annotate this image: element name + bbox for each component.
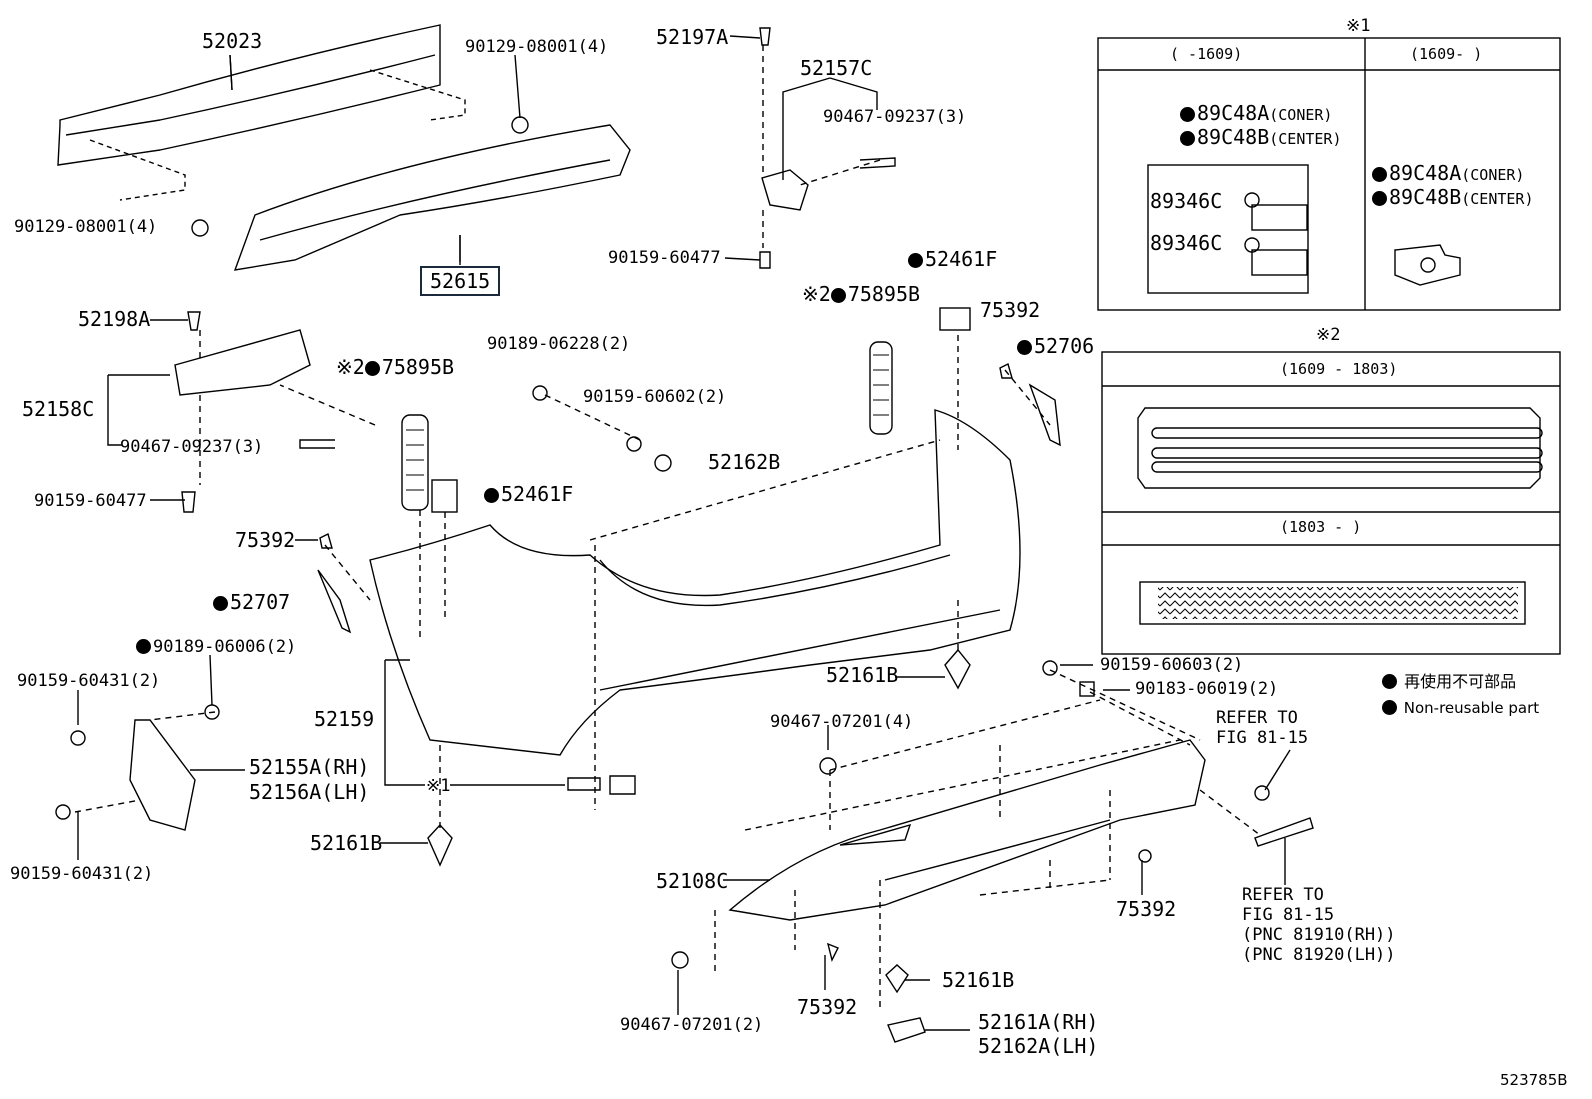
label-refer-to-1[interactable]: REFER TO xyxy=(1216,708,1298,728)
non-reusable-dot-icon xyxy=(1372,167,1387,182)
non-reusable-dot-icon xyxy=(484,488,499,503)
non-reusable-dot-icon xyxy=(1372,191,1387,206)
label-52161B-bottom: 52161B xyxy=(942,968,1015,992)
label-90189-06228: 90189-06228(2) xyxy=(487,334,631,354)
pad-left xyxy=(431,479,458,513)
label-90183-06019: 90183-06019(2) xyxy=(1135,679,1279,699)
label-52158C: 52158C xyxy=(22,397,95,421)
label-90129-08001-left: 90129-08001(4) xyxy=(14,217,158,237)
label-mark1: ※1 xyxy=(426,776,451,796)
label-90159-60603: 90159-60603(2) xyxy=(1100,655,1244,675)
reflector-right xyxy=(869,341,893,435)
reflector-strip-a xyxy=(1137,407,1541,489)
label-90159-60431-bottom: 90159-60431(2) xyxy=(10,864,154,884)
panel2-range-b: (1803 - ) xyxy=(1280,518,1362,536)
non-reusable-dot-icon xyxy=(1382,700,1397,715)
label-90159-60477-top: 90159-60477 xyxy=(608,248,721,268)
non-reusable-dot-icon xyxy=(213,596,228,611)
non-reusable-dot-icon xyxy=(1180,131,1195,146)
bracket-52157C xyxy=(761,169,809,211)
label-52706: 52706 xyxy=(1017,335,1094,357)
label-52162B: 52162B xyxy=(708,450,781,474)
label-refer-fig-1[interactable]: FIG 81-15 xyxy=(1216,728,1309,748)
label-90129-08001-top: 90129-08001(4) xyxy=(465,37,609,57)
label-refer-to-2[interactable]: REFER TO xyxy=(1242,885,1324,905)
label-pnc-81920: (PNC 81920(LH)) xyxy=(1242,945,1396,965)
panel2-frame xyxy=(1101,351,1561,655)
non-reusable-dot-icon xyxy=(830,288,846,303)
label-90159-60602: 90159-60602(2) xyxy=(583,387,727,407)
panel1-col1-item-2: 89C48B(CENTER) xyxy=(1180,126,1342,150)
label-75392-spoiler: 75392 xyxy=(1116,897,1177,921)
non-reusable-dot-icon xyxy=(364,361,380,376)
label-52157C: 52157C xyxy=(800,56,873,80)
sensor-bracket xyxy=(1394,244,1461,286)
label-90159-60431-top: 90159-60431(2) xyxy=(17,671,161,691)
label-75392-bottom: 75392 xyxy=(797,995,858,1019)
label-pnc-81910: (PNC 81910(RH)) xyxy=(1242,925,1396,945)
panel1-col2-item-2: 89C48B(CENTER) xyxy=(1372,186,1534,210)
panel2-marker: ※2 xyxy=(1316,325,1341,345)
reflector-left xyxy=(401,414,429,511)
label-90467-09237-left: 90467-09237(3) xyxy=(120,437,264,457)
panel1-subframe xyxy=(1147,164,1309,294)
label-52197A: 52197A xyxy=(656,25,729,49)
panel2-range-a: (1609 - 1803) xyxy=(1280,360,1398,378)
side-trim-left xyxy=(317,569,352,634)
reflector-trim xyxy=(1254,817,1314,847)
label-75392-left: 75392 xyxy=(235,528,296,552)
label-52162A: 52162A(LH) xyxy=(978,1034,1099,1058)
non-reusable-dot-icon xyxy=(908,253,923,268)
lower-spoiler xyxy=(728,739,1206,921)
non-reusable-dot-icon xyxy=(1017,340,1032,355)
fastener-icons xyxy=(55,27,1270,1043)
bumper-cover xyxy=(369,409,1021,756)
label-90467-07201-top: 90467-07201(4) xyxy=(770,712,914,732)
panel1-col1-item-1: 89C48A(CONER) xyxy=(1180,102,1332,126)
bumper-reinforcement xyxy=(57,24,441,166)
label-52461F-left: 52461F xyxy=(484,483,573,505)
label-52156A: 52156A(LH) xyxy=(249,780,370,804)
label-52108C: 52108C xyxy=(656,869,729,893)
panel1-col2-item-1: 89C48A(CONER) xyxy=(1372,162,1524,186)
label-90159-60477-left: 90159-60477 xyxy=(34,491,147,511)
label-90467-07201-bottom: 90467-07201(2) xyxy=(620,1015,764,1035)
legend-en: Non-reusable part xyxy=(1382,698,1539,718)
panel1-range-1: ( -1609) xyxy=(1170,45,1243,63)
non-reusable-dot-icon xyxy=(1382,674,1397,689)
legend-jp: 再使用不可部品 xyxy=(1382,672,1516,692)
non-reusable-dot-icon xyxy=(136,639,151,654)
label-90467-09237-top: 90467-09237(3) xyxy=(823,107,967,127)
non-reusable-dot-icon xyxy=(1180,107,1195,122)
side-trim-right xyxy=(1028,383,1061,447)
label-52161B-left: 52161B xyxy=(310,831,383,855)
label-52198A: 52198A xyxy=(78,307,151,331)
label-52161B-center: 52161B xyxy=(826,663,899,687)
label-52461F-right: 52461F xyxy=(908,248,997,270)
label-52155A: 52155A(RH) xyxy=(249,755,370,779)
label-refer-fig-2[interactable]: FIG 81-15 xyxy=(1242,905,1335,925)
panel1-range-2: (1609- ) xyxy=(1410,45,1483,63)
label-52161A: 52161A(RH) xyxy=(978,1010,1099,1034)
label-52023: 52023 xyxy=(202,29,263,53)
side-retainer-upper xyxy=(174,329,311,396)
label-52707: 52707 xyxy=(213,591,290,613)
pad-right xyxy=(939,307,971,331)
panel1-marker: ※1 xyxy=(1346,16,1371,36)
side-retainer-lower xyxy=(129,719,196,831)
label-90189-06006: 90189-06006(2) xyxy=(136,637,296,657)
panel1-sub-1: 89346C xyxy=(1150,189,1223,213)
label-52615[interactable]: 52615 xyxy=(420,266,501,296)
energy-absorber xyxy=(233,124,631,271)
diagram-id: 523785B xyxy=(1500,1071,1568,1089)
label-52159: 52159 xyxy=(314,707,375,731)
panel1-sub-2: 89346C xyxy=(1150,231,1223,255)
panel1-frame xyxy=(1097,37,1561,311)
label-75392-right: 75392 xyxy=(980,298,1041,322)
reflector-strip-b xyxy=(1139,581,1526,625)
